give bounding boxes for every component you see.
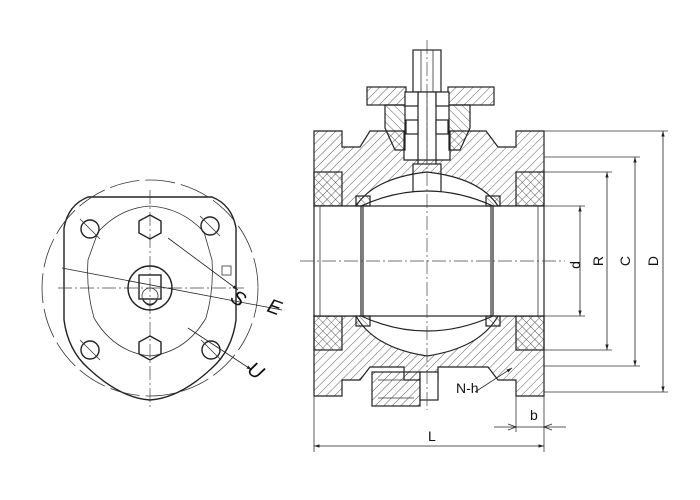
flange-left-bottom [313, 315, 343, 351]
body-upper [313, 130, 545, 207]
bolt-hole-top-right [199, 215, 221, 237]
label-d: d [567, 261, 583, 269]
label-L: L [428, 428, 436, 444]
leader-S [167, 237, 239, 291]
label-E: E [264, 295, 285, 320]
flange-right-top [515, 171, 545, 207]
leader-E [61, 267, 283, 311]
stem-boss [127, 265, 173, 311]
bolt-hole-top-left [79, 218, 101, 240]
label-U: U [243, 358, 268, 385]
section-view: d R C D N-h b L [300, 40, 668, 452]
label-b: b [530, 407, 538, 423]
stem-key [142, 299, 158, 306]
extension-lines [313, 130, 668, 452]
leader-Nh [474, 367, 513, 393]
label-Nh: N-h [456, 380, 479, 396]
flange-left-top [313, 171, 343, 207]
dim-b-arrows [507, 423, 553, 431]
bolt-hole-bottom-right [200, 339, 222, 361]
bottom-plug [371, 371, 439, 407]
flange-right-bottom [515, 315, 545, 351]
bolt-hole-bottom-left [79, 339, 101, 361]
hex-boss-top [138, 214, 162, 240]
square-symbol [221, 265, 232, 276]
gland-flange [366, 86, 495, 151]
label-C: C [617, 256, 633, 266]
stem-inner [141, 287, 159, 305]
seats [355, 195, 501, 327]
pad-contour [87, 205, 213, 357]
label-S: S [226, 286, 250, 312]
leader-U [187, 327, 253, 371]
label-D: D [645, 256, 661, 266]
top-view: S E U [41, 179, 285, 410]
hex-boss-bottom [138, 335, 162, 361]
label-R: R [590, 256, 606, 266]
